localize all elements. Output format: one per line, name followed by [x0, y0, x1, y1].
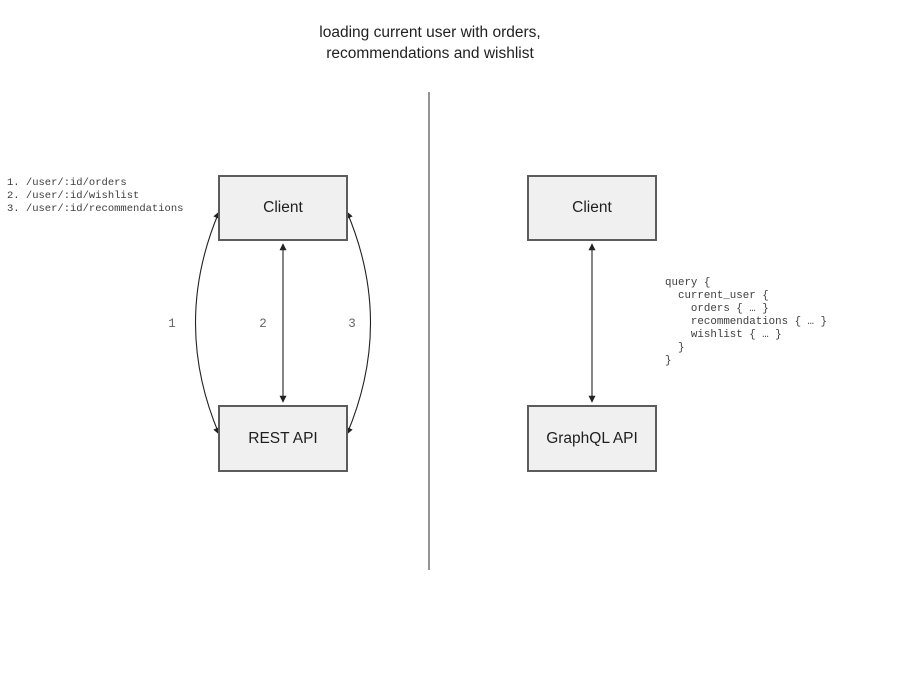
graphql-client-box-label: Client: [572, 199, 612, 216]
arrow-label-1: 1: [168, 317, 176, 331]
graphql-client-box: Client: [527, 175, 657, 241]
diagram-title: loading current user with orders, recomm…: [319, 24, 541, 62]
rest-recommendations-arrow: [346, 211, 372, 435]
graphql-api-box-label: GraphQL API: [546, 429, 638, 447]
rest-api-box-label: REST API: [248, 429, 318, 447]
rest-api-box: REST API: [218, 405, 348, 472]
graphql-query-code: query { current_user { orders { … } reco…: [665, 277, 827, 367]
rest-client-box: Client: [218, 175, 348, 241]
rest-endpoint-list: 1. /user/:id/orders 2. /user/:id/wishlis…: [7, 177, 184, 215]
rest-orders-arrow: [194, 211, 220, 435]
arrow-label-3: 3: [348, 317, 356, 331]
arrow-label-2: 2: [259, 317, 267, 331]
rest-client-box-label: Client: [263, 199, 303, 216]
graphql-api-box: GraphQL API: [527, 405, 657, 472]
